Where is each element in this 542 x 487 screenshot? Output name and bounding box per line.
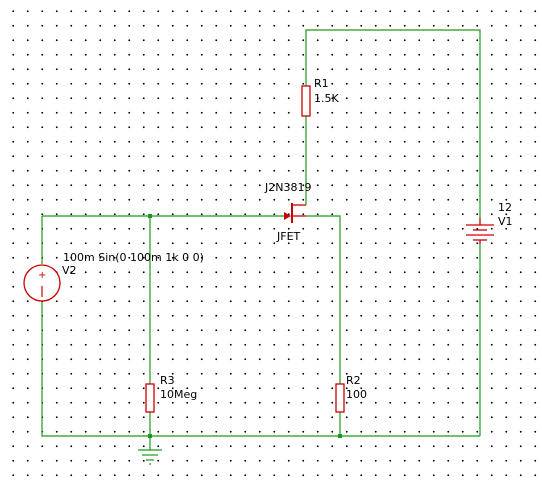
- battery-v1[interactable]: 12 V1: [466, 201, 513, 244]
- wire-r1-top[interactable]: [305, 29, 481, 218]
- ground[interactable]: [138, 449, 162, 465]
- v2-value: 100m Sin(0 100m 1k 0 0): [63, 251, 204, 264]
- junction-dots: [148, 214, 342, 438]
- resistor-icon: [335, 383, 345, 413]
- njfet-icon: [284, 203, 306, 223]
- v2-polarity: +: [38, 270, 46, 281]
- resistor-r2[interactable]: R2 100: [335, 374, 367, 413]
- v1-ref: V1: [498, 215, 513, 228]
- r3-ref: R3: [160, 374, 175, 387]
- v2-ref: V2: [62, 264, 77, 277]
- wires: [41, 29, 481, 450]
- r3-value: 10Meg: [160, 388, 197, 401]
- r2-ref: R2: [346, 374, 361, 387]
- resistor-r1[interactable]: R1 1.5K: [301, 77, 339, 117]
- resistor-icon: [145, 383, 155, 413]
- voltage-source-v2[interactable]: + 100m Sin(0 100m 1k 0 0) V2: [23, 251, 204, 302]
- r1-ref: R1: [314, 77, 329, 90]
- resistor-icon: [301, 85, 311, 117]
- junction-dot-icon: [148, 434, 152, 438]
- r2-value: 100: [346, 388, 367, 401]
- r1-value: 1.5K: [314, 92, 339, 105]
- jfet-j1[interactable]: J2N3819 JFET: [264, 181, 311, 243]
- jfet-type: JFET: [276, 230, 301, 243]
- ac-voltage-source-icon: +: [23, 264, 61, 302]
- resistor-r3[interactable]: R3 10Meg: [145, 374, 197, 413]
- v1-value: 12: [498, 201, 512, 214]
- dc-battery-icon: [466, 218, 494, 244]
- junction-dot-icon: [338, 434, 342, 438]
- wire-source[interactable]: [306, 215, 341, 384]
- ground-icon: [138, 449, 162, 465]
- junction-dot-icon: [148, 214, 152, 218]
- jfet-model: J2N3819: [264, 181, 311, 194]
- wire-v2-bottom[interactable]: [41, 302, 480, 437]
